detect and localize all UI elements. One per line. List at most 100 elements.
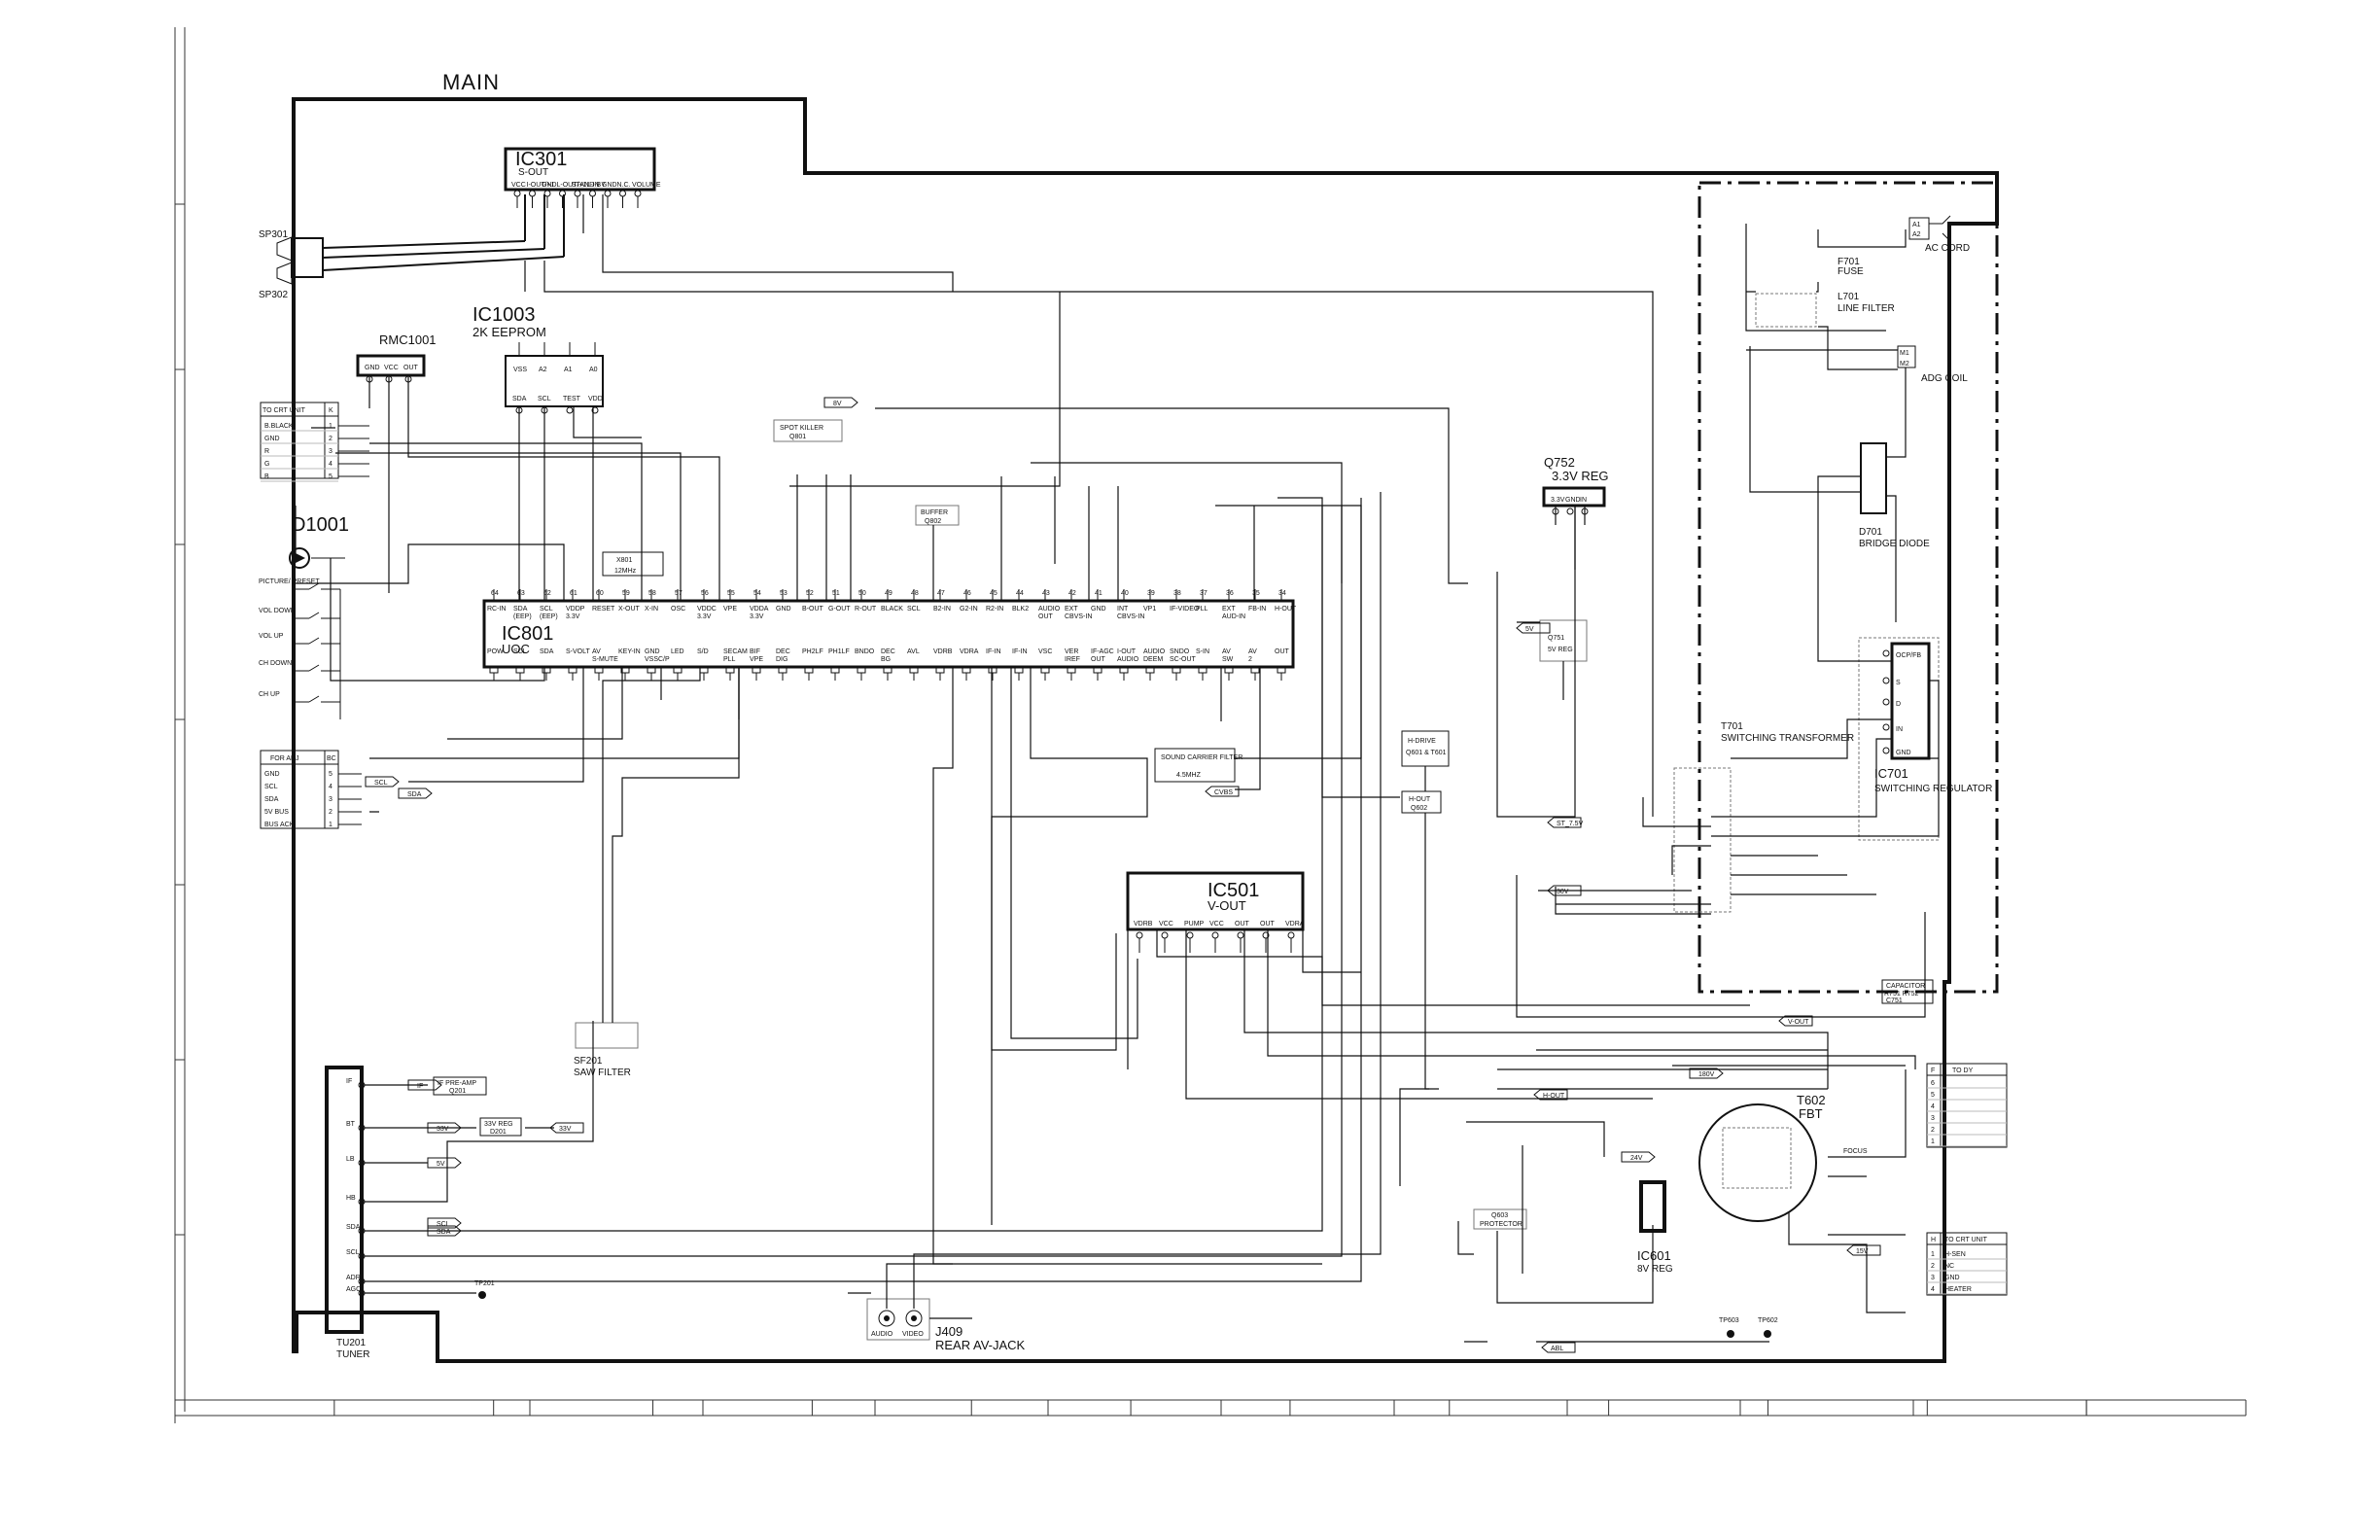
crt-h-row-name: GND — [1944, 1275, 1960, 1281]
f701-ref: F701 — [1838, 257, 1860, 267]
adg-pin-m2: M2 — [1900, 361, 1909, 368]
wiring — [292, 194, 1940, 1343]
ic501-pin-label: OUT — [1260, 921, 1276, 928]
ic701-ref: IC701 — [1874, 766, 1908, 781]
ic601-name: 8V REG — [1637, 1264, 1673, 1275]
to-dy-row: 3 — [1931, 1115, 1935, 1122]
drawing-frame — [174, 27, 2247, 1423]
l701-line-filter: L701 LINE FILTER — [1755, 292, 1895, 328]
ic801-pin-number: 47 — [937, 590, 945, 597]
signal-flag — [398, 788, 433, 799]
signal-flag — [1547, 885, 1582, 896]
ic601-block: IC601 8V REG — [1637, 1180, 1673, 1275]
h-drive-refs: Q601 & T601 — [1406, 750, 1447, 756]
l701-ref: L701 — [1838, 292, 1860, 302]
for-adj-row-pin: 1 — [329, 822, 332, 828]
ic801-pin-number: 40 — [1121, 590, 1129, 597]
ic501-pin-label: VCC — [1159, 921, 1173, 928]
ic701-pin — [1882, 698, 1890, 706]
t701-name: SWITCHING TRANSFORMER — [1721, 733, 1854, 744]
board-title: MAIN — [442, 70, 500, 94]
crt-k-row-pin: 5 — [329, 473, 332, 480]
j409-block: AUDIO VIDEO J409 REAR AV-JACK — [866, 1298, 1026, 1352]
signal-flag-label: ABL — [1551, 1346, 1563, 1352]
d701-name: BRIDGE DIODE — [1859, 539, 1930, 549]
ic801-pin-label: GND — [776, 606, 791, 612]
q752-pin — [1566, 508, 1574, 515]
signal-flag — [1621, 1151, 1656, 1163]
ic801-pin-label: VDDP — [566, 606, 585, 612]
tu201-pin-label: IF — [346, 1078, 352, 1085]
ic501-pin — [1237, 931, 1244, 939]
ic801-pin-number: 41 — [1095, 590, 1102, 597]
t701-transformer: T701 SWITCHING TRANSFORMER — [1673, 721, 1854, 913]
signal-flag-label: IF — [417, 1083, 423, 1090]
ic301-pin-label: GND — [602, 182, 617, 189]
ic601-ref: IC601 — [1637, 1248, 1671, 1263]
ic801-pin-label: X-IN — [645, 606, 658, 612]
for-adj-row-pin: 3 — [329, 796, 332, 803]
ic801-pin-label: B-OUT — [802, 606, 824, 612]
signal-flag — [1547, 817, 1582, 828]
capacitor-refs: R751 R752 — [1884, 991, 1919, 998]
ic801-pin-label: IREF — [1065, 656, 1080, 663]
crt-h-row-pin: 4 — [1931, 1286, 1935, 1293]
ic801-pin-label: (EEP) — [540, 613, 558, 620]
rmc1001-pin-label: VCC — [384, 365, 399, 371]
crt-h-row-name: HEATER — [1944, 1286, 1972, 1293]
tu201-pin-label: LB — [346, 1156, 355, 1163]
tp201-label: TP201 — [474, 1280, 495, 1287]
crt-h-col: H — [1931, 1237, 1936, 1243]
q752-pin-label: 3.3V — [1551, 497, 1565, 504]
ic801-pin-label: CBVS-IN — [1117, 613, 1144, 620]
ic501-pin-label: VCC — [1209, 921, 1224, 928]
rmc1001-ref: RMC1001 — [379, 332, 437, 347]
ic701-pin-label: IN — [1896, 726, 1903, 733]
j409-name: REAR AV-JACK — [935, 1338, 1026, 1352]
ic801-pin-label: G2-IN — [960, 606, 978, 612]
ic801-pin-label: BLACK — [881, 606, 903, 612]
ic501-pin-label: OUT — [1235, 921, 1250, 928]
ic301-name: S-OUT — [518, 167, 548, 178]
ic801-pin-label: AUD-IN — [1222, 613, 1245, 620]
signal-flag — [427, 1225, 462, 1237]
key-label: PICTURE/ PRESET — [259, 578, 320, 585]
signal-flag-label: 5V — [1525, 626, 1534, 633]
ic801-pin-label: RESET — [592, 606, 615, 612]
for-adj-row-name: 5V BUS — [264, 809, 289, 816]
ic1003-pin-label: SDA — [512, 396, 527, 402]
crt-h-header: TO CRT UNIT — [1944, 1237, 1988, 1243]
ic701-pin-label: GND — [1896, 750, 1911, 756]
ic801-pin-label: VSSC/P — [645, 656, 670, 663]
ic801-pin-label: PLL — [1196, 606, 1208, 612]
ic801-pin-number: 59 — [622, 590, 630, 597]
ic301-pin-label: N.C. — [617, 182, 631, 189]
ic801-pin-number: 43 — [1042, 590, 1050, 597]
ic801-pin-number: 51 — [832, 590, 840, 597]
ic801-pin-label: PH2LF — [802, 648, 823, 655]
ac-pin-a1: A1 — [1912, 222, 1921, 228]
ic801-pin-label: R2-IN — [986, 606, 1003, 612]
signal-flag — [427, 1217, 462, 1229]
ic301-pin — [513, 190, 521, 197]
ic801-ref: IC801 — [502, 623, 553, 645]
for-adj-row-pin: 4 — [329, 784, 332, 790]
ic801-pin-label: BIF — [750, 648, 760, 655]
ic801-pin-label: S-VOLT — [566, 648, 590, 655]
q603-ref: Q603 — [1491, 1212, 1508, 1219]
ic701-pin-label: OCP/FB — [1896, 652, 1921, 659]
ic1003-pin — [591, 406, 599, 414]
main-board-outline: MAIN — [292, 70, 1999, 1363]
ic801-pin-label: IF-IN — [986, 648, 1001, 655]
ic1003-pin-label: VSS — [513, 367, 527, 373]
signal-flag-label: H-OUT — [1543, 1093, 1565, 1100]
to-dy-row: 4 — [1931, 1103, 1935, 1110]
tp602-label: TP602 — [1758, 1317, 1778, 1324]
for-adj-row-pin: 5 — [329, 771, 332, 778]
